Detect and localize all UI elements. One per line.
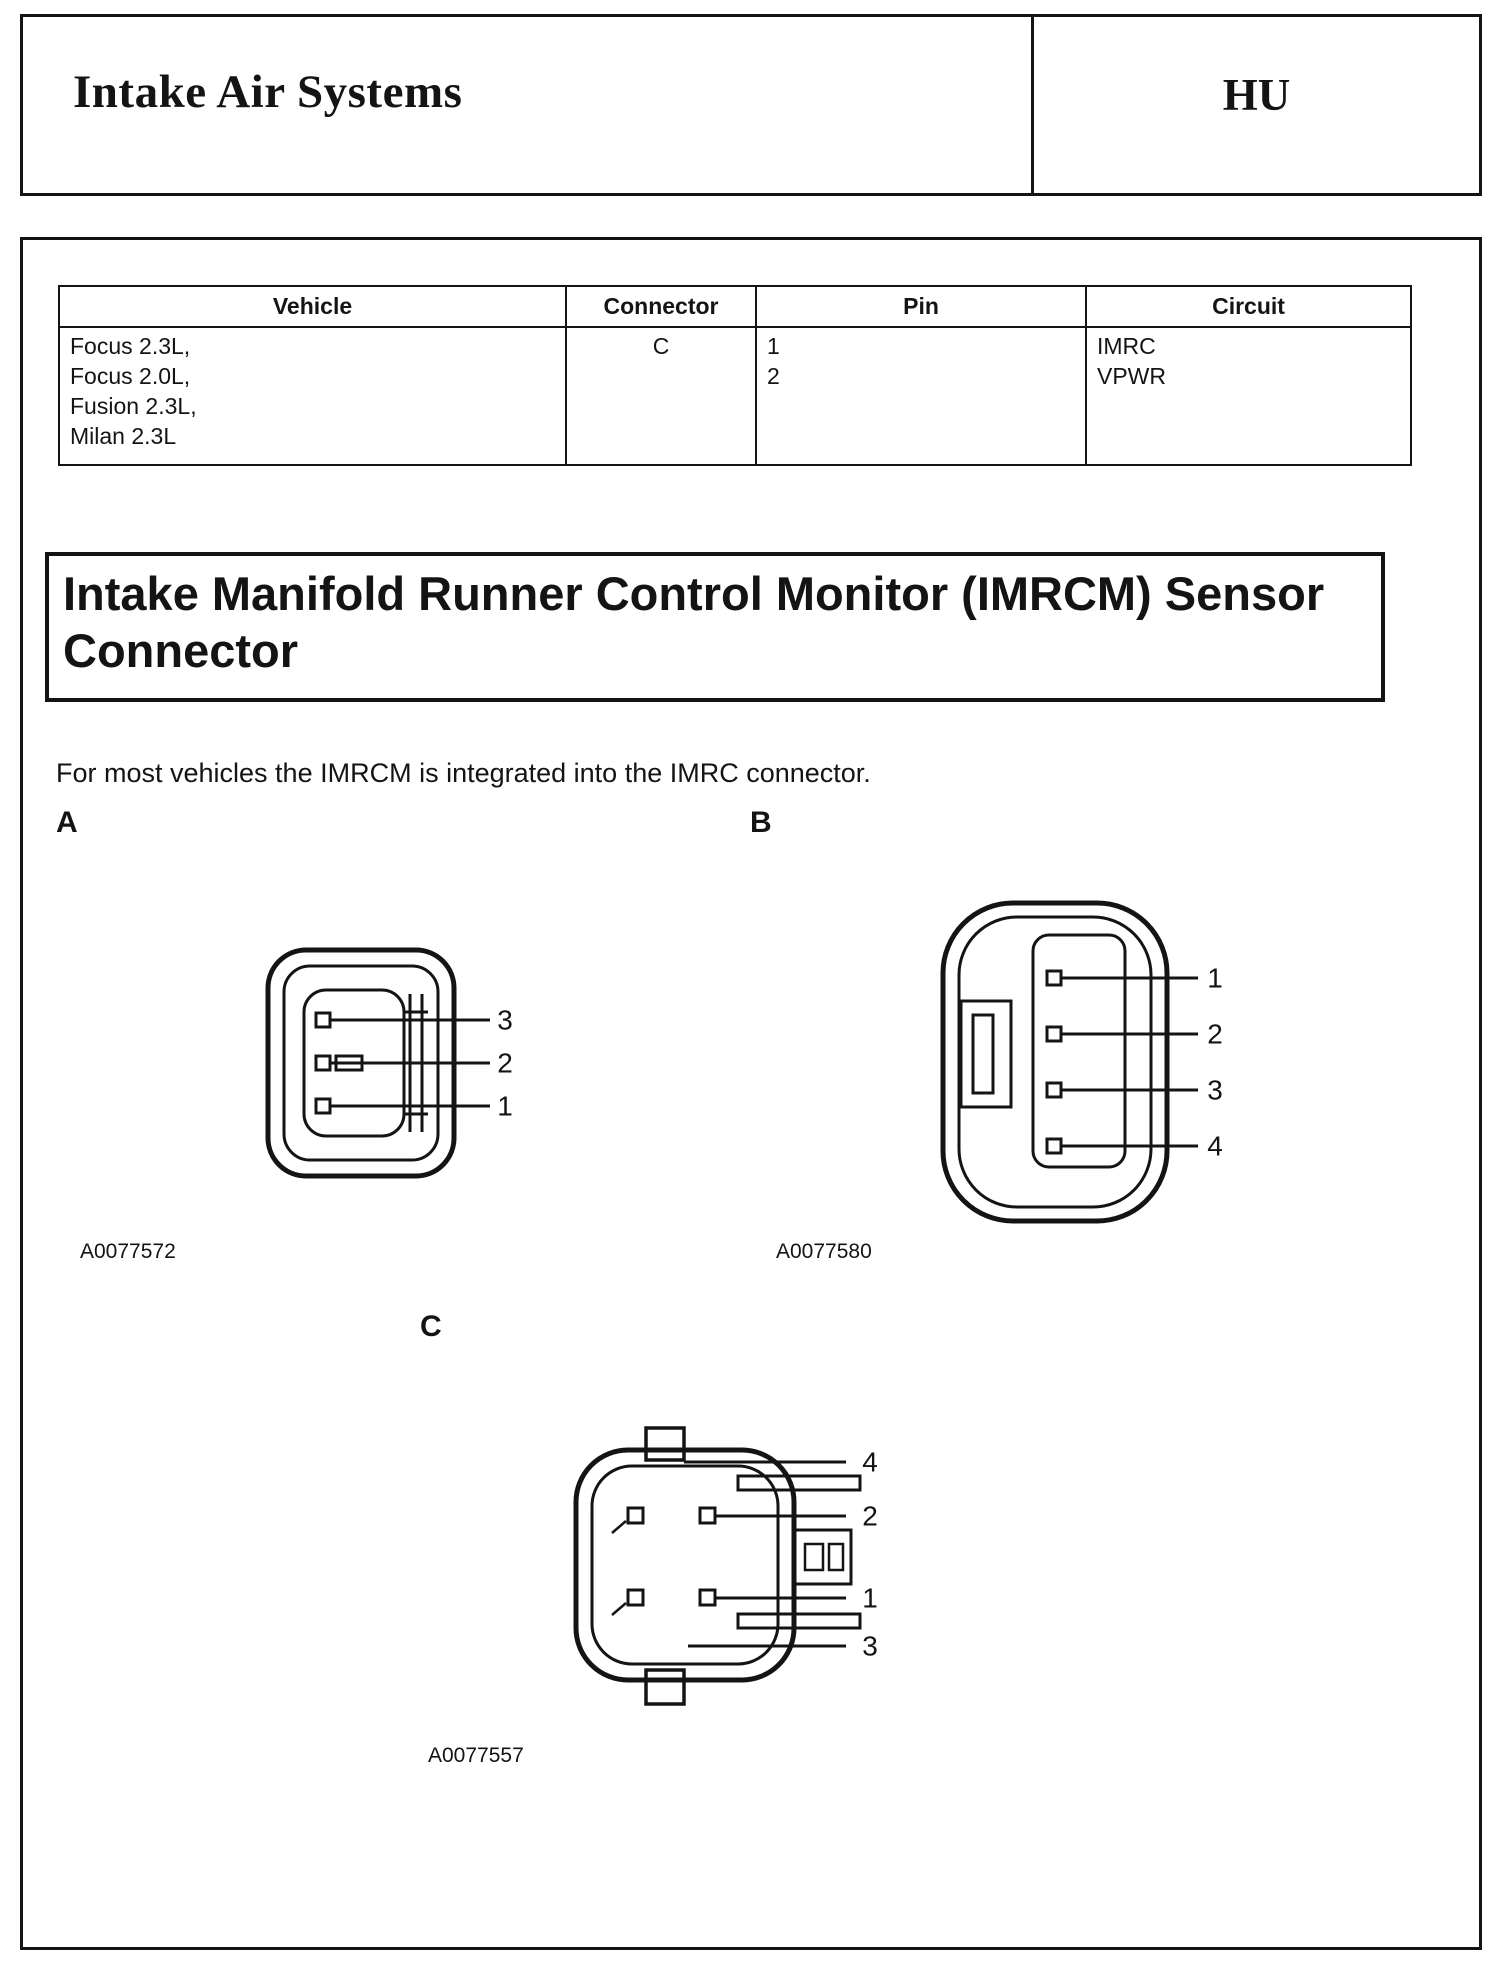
connector-b-diagram: 1 2 3 4 — [940, 900, 1223, 1224]
pin-callout: 3 — [1207, 1075, 1223, 1106]
pin-square — [698, 1588, 717, 1607]
pin-square — [626, 1506, 645, 1525]
pin-value: 2 — [767, 362, 780, 389]
connector-c-bottom-tab — [644, 1668, 686, 1706]
pin-callout: 1 — [862, 1583, 878, 1614]
figure-c-label: C — [420, 1310, 442, 1343]
circuit-value: IMRC — [1097, 333, 1156, 359]
connector-c-latch-slot — [827, 1542, 845, 1572]
figure-a-label: A — [56, 806, 78, 839]
pin-callout: 1 — [1207, 963, 1223, 994]
header-divider — [1031, 17, 1034, 193]
section-heading-box: Intake Manifold Runner Control Monitor (… — [45, 552, 1385, 702]
section-code: HU — [1222, 70, 1291, 120]
pin-square — [1045, 969, 1063, 987]
connector-c-inner-shell — [590, 1464, 780, 1666]
connector-b-cavity — [1031, 933, 1127, 1169]
pin-callout: 2 — [497, 1048, 513, 1079]
connector-value: C — [652, 333, 670, 359]
section-heading: Intake Manifold Runner Control Monitor (… — [63, 567, 1325, 678]
pin-square — [1045, 1081, 1063, 1099]
connector-b-inner-shell — [957, 915, 1153, 1209]
connector-b-outer-shell — [940, 900, 1170, 1224]
pin-value: 1 — [767, 333, 780, 359]
cell-vehicle: Focus 2.3L, Focus 2.0L, Fusion 2.3L, Mil… — [58, 326, 567, 466]
pin-callout: 4 — [1207, 1131, 1223, 1162]
pin-square — [314, 1097, 332, 1115]
connector-c-latch — [793, 1528, 853, 1586]
vehicle-connector-table: Vehicle Connector Pin Circuit Focus 2.3L… — [58, 285, 1412, 466]
connector-a-center-tab — [334, 1054, 364, 1072]
pin-callout: 2 — [1207, 1019, 1223, 1050]
pin-key-mark — [611, 1602, 627, 1616]
connector-c-diagram: 4 2 1 3 — [573, 1426, 878, 1706]
connector-c-top-tab — [644, 1426, 686, 1462]
page-title: Intake Air Systems — [73, 66, 463, 118]
connector-b-key-slot — [971, 1013, 995, 1095]
pin-callout: 4 — [862, 1447, 878, 1478]
vehicle-line: Milan 2.3L — [70, 422, 177, 449]
connector-c-top-rail — [736, 1474, 862, 1492]
table-header-row: Vehicle Connector Pin Circuit — [58, 285, 1412, 328]
figure-c-id: A0077557 — [428, 1744, 524, 1767]
col-header-circuit: Circuit — [1085, 285, 1412, 328]
connector-b-key — [959, 999, 1013, 1109]
pin-square — [1045, 1137, 1063, 1155]
pin-callout: 1 — [497, 1091, 513, 1122]
pin-square — [698, 1506, 717, 1525]
vehicle-line: Focus 2.0L, — [70, 362, 191, 389]
pin-square — [314, 1011, 332, 1029]
col-header-vehicle: Vehicle — [58, 285, 567, 328]
pin-square — [314, 1054, 332, 1072]
pin-key-mark — [611, 1520, 627, 1534]
figure-b-label: B — [750, 806, 772, 839]
pin-square — [626, 1588, 645, 1607]
cell-circuit: IMRC VPWR — [1085, 326, 1412, 466]
vehicle-line: Fusion 2.3L, — [70, 392, 197, 419]
connector-c-latch-slot — [803, 1542, 825, 1572]
content-frame — [20, 237, 1482, 1950]
col-header-pin: Pin — [755, 285, 1087, 328]
col-header-connector: Connector — [565, 285, 757, 328]
pin-square — [1045, 1025, 1063, 1043]
vehicle-line: Focus 2.3L, — [70, 333, 191, 359]
connector-c-bottom-rail — [736, 1612, 862, 1630]
pin-callout: 2 — [862, 1501, 878, 1532]
pin-callout: 3 — [862, 1631, 878, 1662]
circuit-value: VPWR — [1097, 362, 1166, 389]
figure-a-id: A0077572 — [80, 1240, 176, 1263]
cell-pin: 1 2 — [755, 326, 1087, 466]
connector-a-diagram: 3 2 1 — [265, 947, 513, 1179]
pin-callout: 3 — [497, 1005, 513, 1036]
page-header: Intake Air Systems HU — [20, 14, 1482, 196]
body-paragraph: For most vehicles the IMRCM is integrate… — [56, 758, 871, 788]
figure-b-id: A0077580 — [776, 1240, 872, 1263]
table-row: Focus 2.3L, Focus 2.0L, Fusion 2.3L, Mil… — [58, 326, 1412, 466]
cell-connector: C — [565, 326, 757, 466]
